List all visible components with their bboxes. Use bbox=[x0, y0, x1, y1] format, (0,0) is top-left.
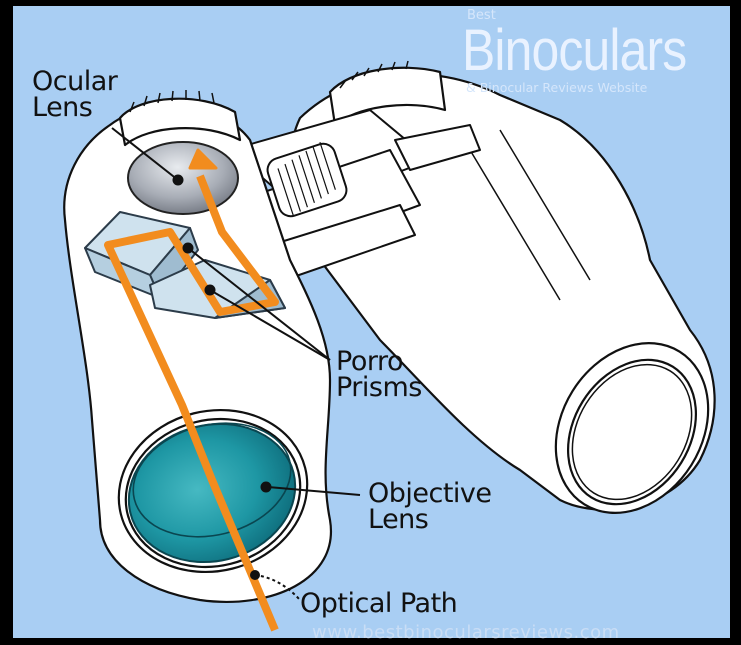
porro-dot-2 bbox=[206, 286, 215, 295]
frame-top bbox=[0, 0, 741, 6]
optical-path-label: Optical Path bbox=[300, 592, 457, 616]
porro-dot-1 bbox=[184, 244, 193, 253]
ocular-label-line1: Ocular bbox=[32, 70, 117, 94]
porro-label-line2: Prisms bbox=[336, 376, 422, 400]
objective-label-line1: Objective bbox=[368, 482, 492, 506]
objective-dot bbox=[262, 483, 271, 492]
ocular-dot bbox=[174, 176, 183, 185]
brand-name: Binoculars bbox=[462, 22, 686, 80]
ocular-label-line2: Lens bbox=[32, 96, 92, 120]
frame-right bbox=[730, 0, 741, 645]
porro-label-line1: Porro bbox=[336, 350, 403, 374]
footer-url: www.bestbinocularsreviews.com bbox=[312, 622, 620, 643]
optical-path-dot bbox=[251, 571, 259, 579]
objective-label-line2: Lens bbox=[368, 508, 428, 532]
frame-left bbox=[0, 0, 13, 645]
brand-tagline: & Binocular Reviews Website bbox=[466, 80, 647, 95]
